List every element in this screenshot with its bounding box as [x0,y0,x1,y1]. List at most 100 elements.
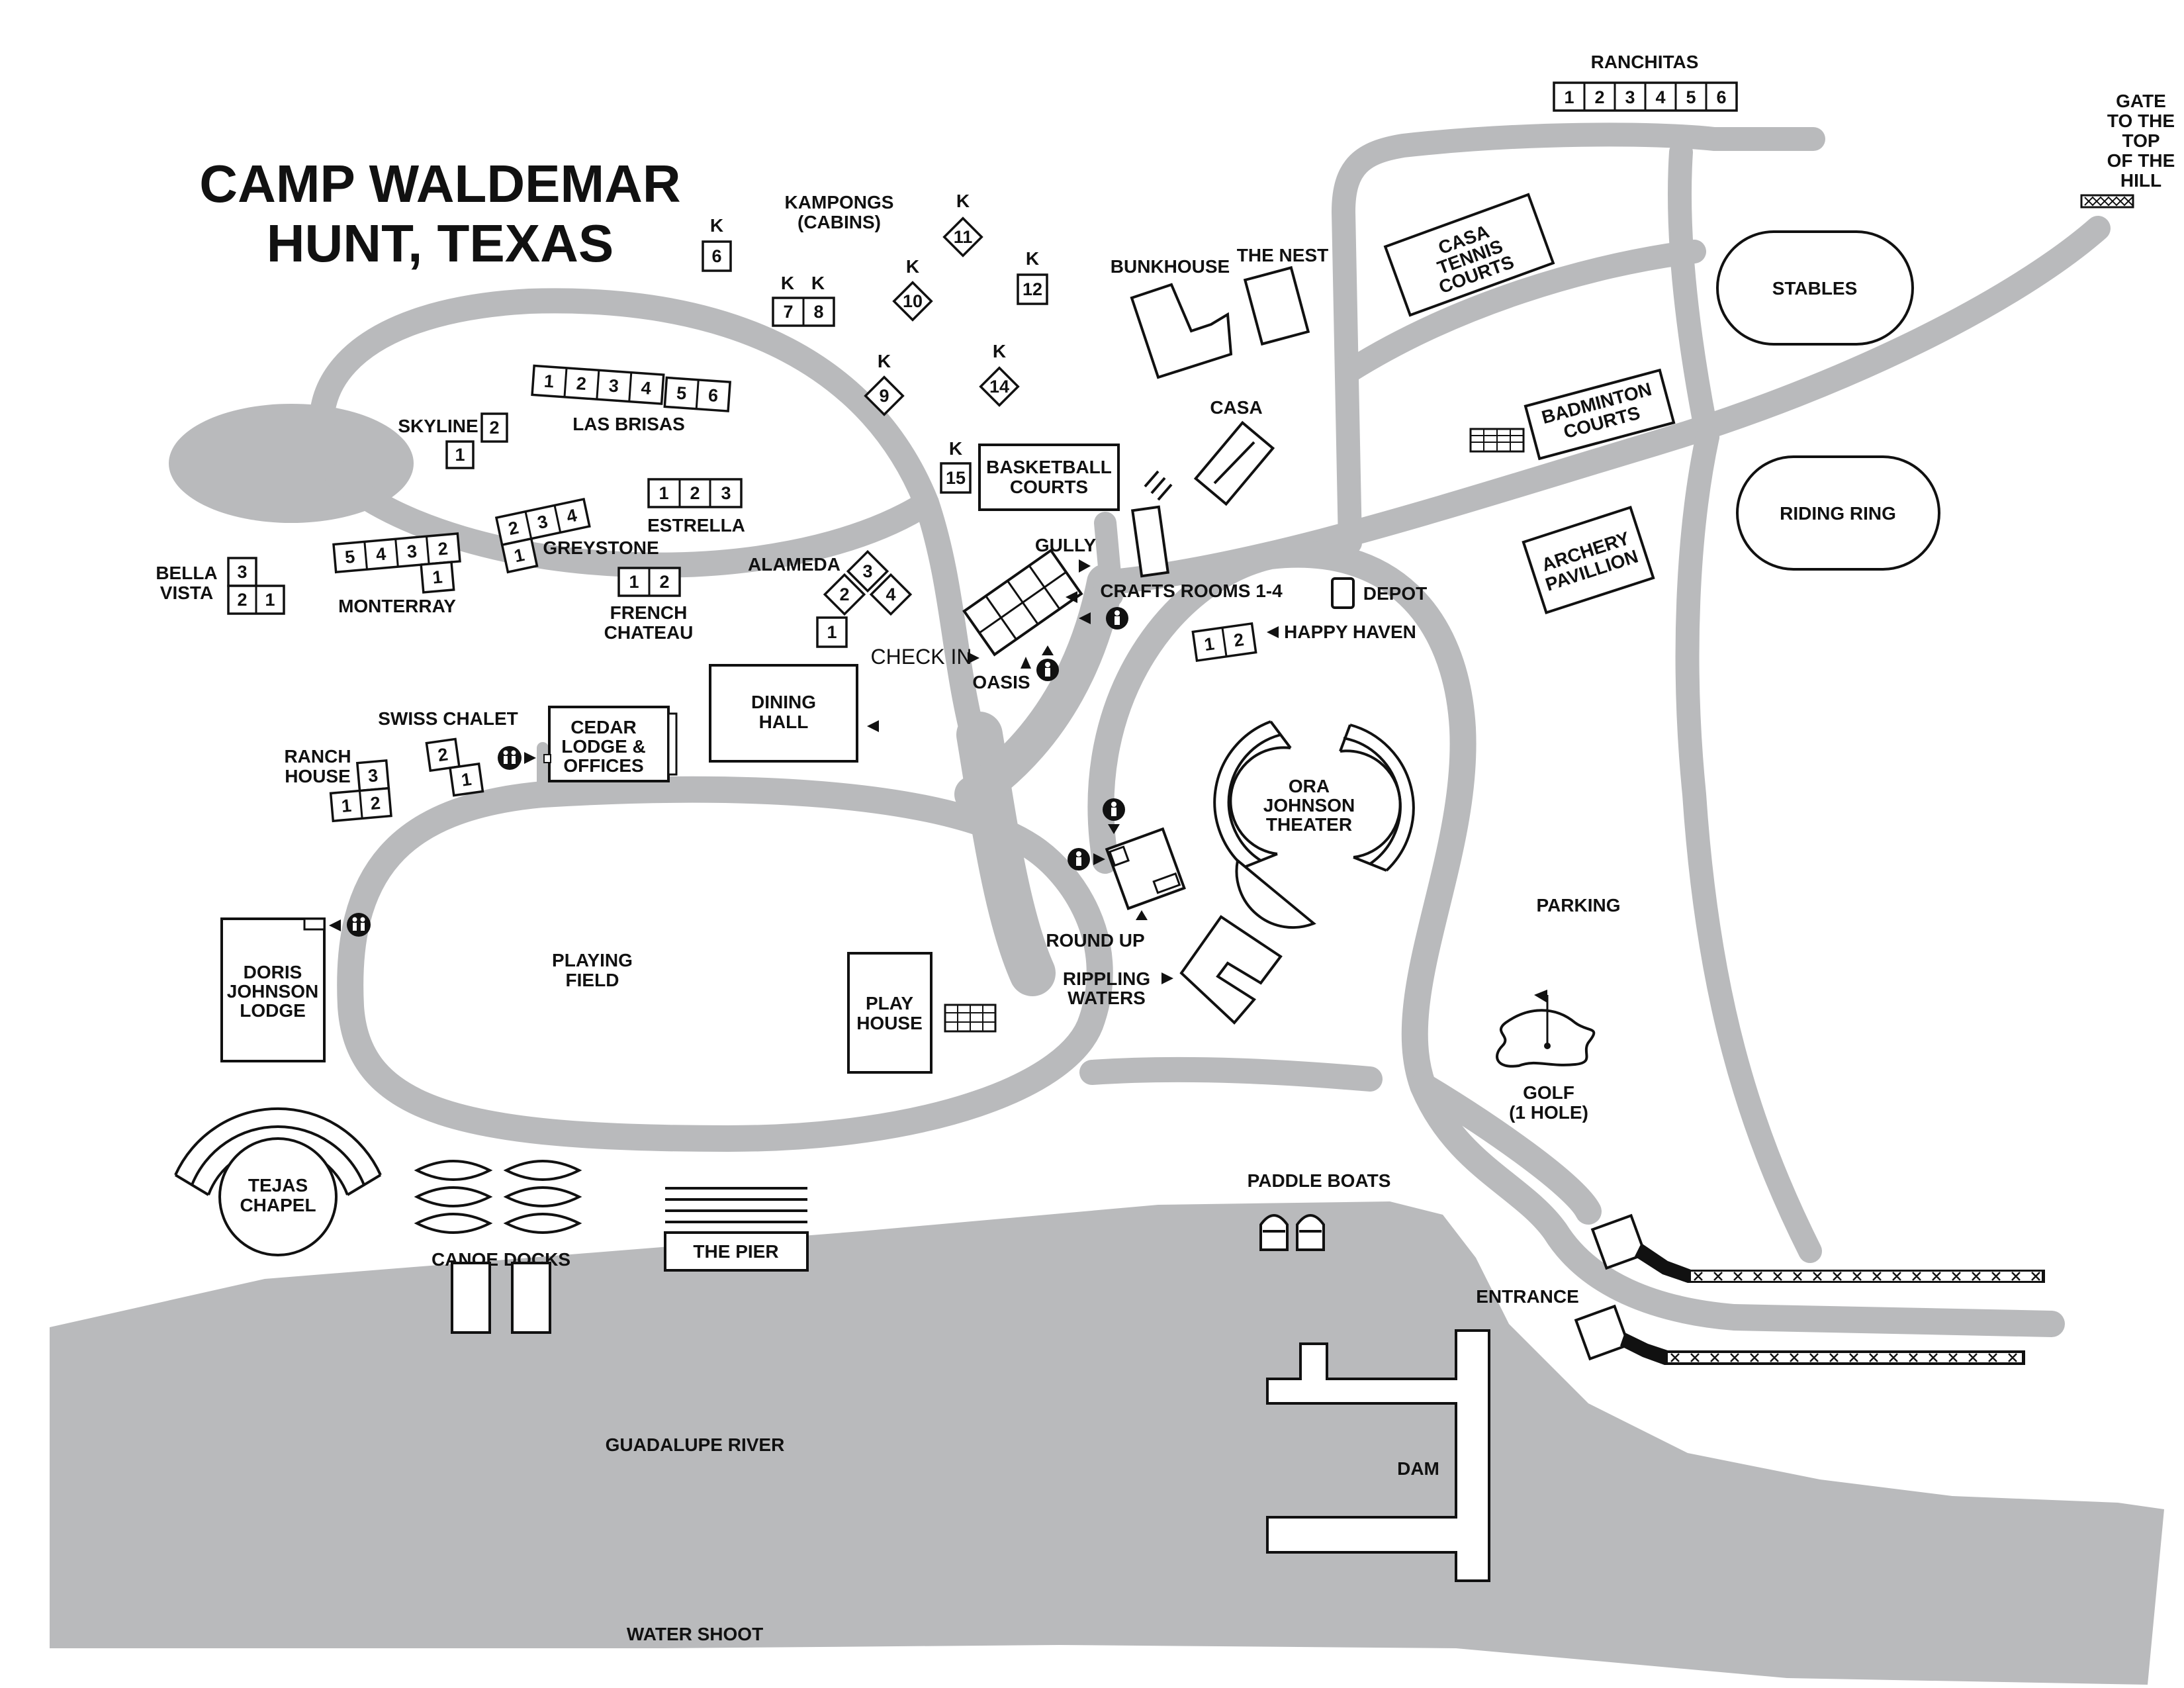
restroom-icon[interactable] [347,913,371,937]
golf-label: GOLF (1 HOLE) [1509,1082,1588,1123]
restroom-icon[interactable] [1103,798,1125,821]
crafts-rooms-building[interactable] [962,548,1083,657]
doris-johnson-lodge[interactable]: DORIS JOHNSON LODGE [220,917,326,1062]
svg-text:9: 9 [879,386,889,406]
kampong-12[interactable]: K 12 [1017,248,1048,305]
svg-text:1: 1 [432,567,443,587]
kampong-6[interactable]: K 6 [702,215,732,272]
entrance-bridge-lower[interactable] [1574,1304,2025,1365]
svg-text:LODGE &: LODGE & [561,736,646,757]
kampong-14[interactable]: K 14 [979,341,1020,407]
kampong-11[interactable]: K 11 [942,191,983,258]
cabin-number: 5 [1686,87,1696,107]
kampong-7-8[interactable]: K K 7 8 [772,273,835,327]
arrow-icon [1042,645,1054,655]
svg-text:1: 1 [460,769,473,790]
swiss-chalet-cabins[interactable]: 2 1 [425,736,484,798]
las-brisas-cabins[interactable]: 1 2 3 4 5 6 [531,364,732,412]
riding-ring[interactable]: RIDING RING [1736,455,1940,571]
the-nest-building[interactable] [1243,265,1310,346]
kampong-10[interactable]: K 10 [892,256,933,322]
the-pier[interactable]: THE PIER [664,1187,809,1272]
dining-hall[interactable]: DINING HALL [709,664,858,763]
svg-text:OF THE: OF THE [2107,150,2175,171]
svg-text:CHAPEL: CHAPEL [240,1195,316,1215]
svg-text:2: 2 [437,744,449,765]
svg-text:3: 3 [721,483,731,503]
play-house[interactable]: PLAY HOUSE [847,952,933,1074]
kampongs-label: KAMPONGS [785,192,894,212]
svg-text:PLAY: PLAY [866,993,913,1013]
estrella-cabins[interactable]: 1 2 3 [647,478,743,508]
svg-text:K: K [993,341,1006,361]
svg-text:6: 6 [711,246,721,266]
restroom-icon[interactable] [1106,607,1128,630]
svg-text:K: K [878,351,891,371]
bella-vista-label: BELLA VISTA [156,563,217,603]
svg-text:5: 5 [344,547,356,567]
map-title-line1: CAMP WALDEMAR [199,154,680,213]
tejas-chapel[interactable]: TEJAS CHAPEL [174,1107,382,1256]
svg-text:2: 2 [1232,630,1245,651]
french-chateau-cabins[interactable]: 1 2 [617,567,681,597]
entrance-bridge-upper[interactable] [1590,1213,2045,1283]
depot-building[interactable] [1331,577,1355,609]
gate-fence-icon[interactable] [2080,194,2134,209]
restroom-icon[interactable] [1036,659,1059,681]
french-chateau-label: FRENCH CHATEAU [604,602,694,643]
estrella-label: ESTRELLA [647,515,745,536]
svg-text:K: K [949,438,962,459]
svg-text:3: 3 [862,561,872,581]
guadalupe-river [50,1201,2164,1685]
golf-flag-icon[interactable] [1496,990,1596,1068]
ora-johnson-theater[interactable] [1213,720,1415,929]
bunkhouse-label: BUNKHOUSE [1111,256,1230,277]
restroom-icon[interactable] [1068,848,1090,870]
canoe-icons [414,1160,582,1234]
svg-text:11: 11 [954,227,973,247]
ranchitas-cabins[interactable]: 1 2 3 4 5 6 [1553,81,1738,112]
ranch-house-cabins[interactable]: 3 1 2 [328,759,392,823]
cedar-lodge-offices[interactable]: CEDAR LODGE & OFFICES [543,706,678,782]
arrow-icon [1066,591,1077,603]
kampongs-sub-label: (CABINS) [797,212,881,232]
bunkhouse-building[interactable] [1130,283,1233,379]
kampong-15[interactable]: K 15 [940,438,972,494]
badminton-courts[interactable]: BADMINTON COURTS [1524,368,1676,461]
svg-text:FRENCH: FRENCH [610,602,688,623]
svg-text:14: 14 [989,377,1009,397]
casa-tennis-courts[interactable]: CASA TENNIS COURTS [1383,193,1555,317]
basketball-courts[interactable]: BASKETBALL COURTS [978,444,1120,511]
kampong-9[interactable]: K 9 [864,351,905,416]
svg-text:TO THE: TO THE [2107,111,2175,131]
greystone-cabins[interactable]: 2 3 4 1 [494,497,596,574]
bella-vista-cabins[interactable]: 3 2 1 [227,557,285,615]
rippling-waters-building[interactable] [1179,915,1283,1025]
alameda-cabins[interactable]: 3 2 4 1 [816,549,913,648]
casa-building[interactable] [1193,420,1275,506]
svg-text:2: 2 [506,518,520,539]
paddle-boats-label: PADDLE BOATS [1248,1170,1391,1191]
monterray-label: MONTERRAY [338,596,456,616]
gully-building[interactable] [1130,505,1170,578]
svg-text:1: 1 [455,445,465,465]
skyline-cabins[interactable]: 2 1 [445,412,508,469]
arrow-icon [867,720,879,732]
ranch-house-label: RANCH HOUSE [284,746,351,786]
archery-pavillion[interactable]: ARCHERY PAVILLION [1522,505,1655,615]
round-up-building[interactable] [1105,827,1186,910]
dam-structure[interactable] [1266,1329,1490,1582]
paddle-boat-icons[interactable] [1259,1214,1325,1251]
happy-haven-cabins[interactable]: 1 2 [1191,622,1257,663]
playing-field-label: PLAYING FIELD [552,950,633,990]
canoe-dock-1[interactable] [451,1262,491,1334]
canoe-dock-2[interactable] [511,1262,551,1334]
svg-text:1: 1 [659,483,668,503]
monterray-cabins[interactable]: 5 4 3 2 1 [332,532,463,600]
guadalupe-river-label: GUADALUPE RIVER [606,1434,785,1455]
stables[interactable]: STABLES [1716,230,1914,346]
svg-text:RIDING RING: RIDING RING [1780,503,1896,524]
svg-text:WATERS: WATERS [1068,988,1146,1008]
svg-text:1: 1 [1203,633,1216,655]
restroom-icon[interactable] [498,746,522,770]
